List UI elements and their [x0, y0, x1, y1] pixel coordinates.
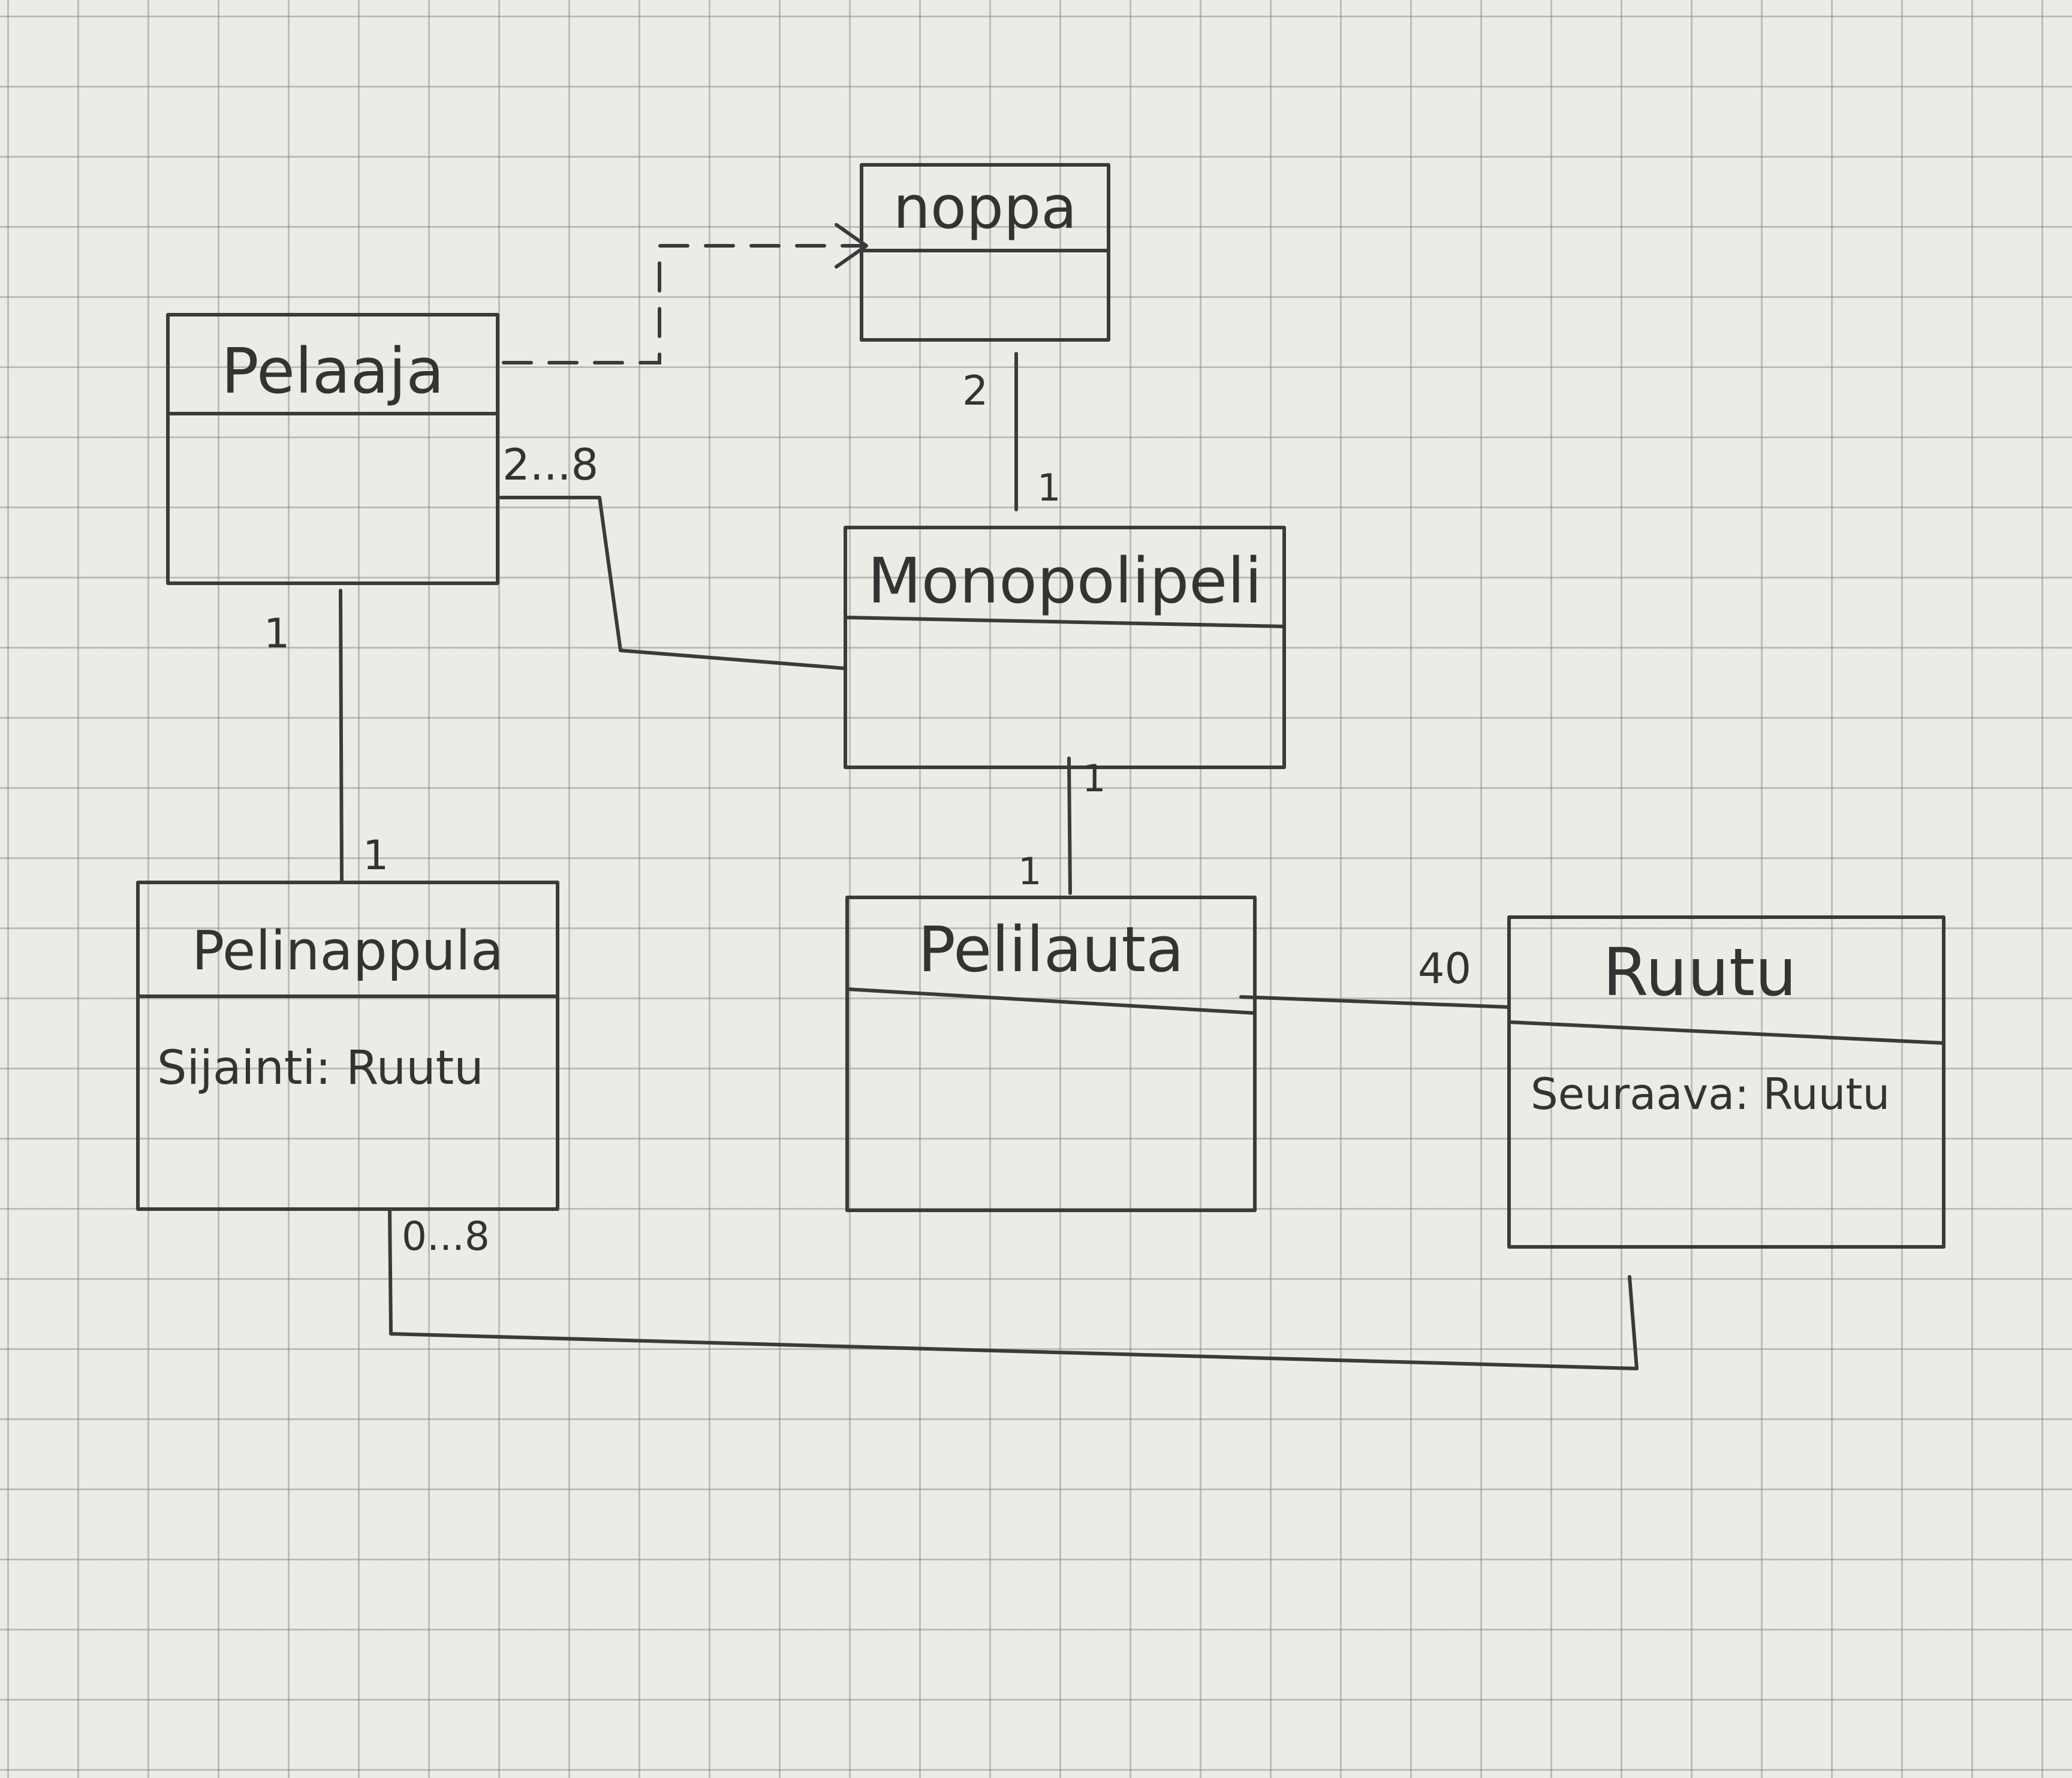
pelilauta-name: Pelilauta: [918, 913, 1184, 986]
class-ruutu: Ruutu Seuraava: Ruutu: [1507, 915, 1945, 1249]
association-pelaaja-pelinappula: [339, 589, 344, 883]
class-pelilauta: Pelilauta: [845, 896, 1257, 1212]
pelinappula-name: Pelinappula: [192, 920, 504, 983]
ruutu-attribute: Seuraava: Ruutu: [1531, 1069, 1890, 1119]
pelinappula-box: [136, 881, 559, 1211]
class-monopolipeli: Monopolipeli: [844, 526, 1286, 769]
monopolipeli-box: [844, 526, 1286, 769]
mult-noppa-end: 2: [962, 367, 988, 415]
noppa-name: noppa: [893, 174, 1077, 242]
mult-pelaaja-pelinappula-end: 1: [264, 610, 290, 658]
pelilauta-divider: [845, 987, 1257, 1015]
mult-monopolipeli-noppa-end: 1: [1037, 466, 1061, 510]
pelilauta-box: [845, 896, 1257, 1212]
monopolipeli-divider: [844, 616, 1286, 628]
dependency-arrowhead: [835, 223, 868, 269]
pelaaja-box: [166, 313, 499, 585]
association-pelaaja-monopolipeli: [499, 496, 847, 670]
association-pelinappula-ruutu: [388, 1208, 1639, 1370]
ruutu-divider: [1507, 1020, 1945, 1045]
class-pelinappula: Pelinappula Sijainti: Ruutu: [136, 881, 559, 1211]
dependency-pelaaja-noppa: [502, 244, 865, 364]
mult-pelinappula-ruutu-end: 0...8: [402, 1213, 490, 1259]
association-monopolipeli-pelilauta: [1067, 757, 1072, 895]
mult-ruutu-pelilauta-end: 40: [1418, 944, 1471, 993]
mult-pelaaja-monopolipeli-end: 2...8: [502, 439, 598, 490]
association-pelilauta-ruutu: [1239, 995, 1511, 1009]
mult-pelilauta-monopolipeli-end: 1: [1018, 849, 1041, 893]
monopolipeli-name: Monopolipeli: [868, 544, 1262, 617]
ruutu-name: Ruutu: [1603, 934, 1797, 1011]
class-pelaaja: Pelaaja: [166, 313, 499, 585]
class-noppa: noppa: [860, 163, 1110, 342]
mult-pelinappula-pelaaja-end: 1: [363, 832, 389, 879]
mult-monopolipeli-pelilauta-end: 1: [1082, 757, 1106, 800]
ruutu-box: [1507, 915, 1945, 1249]
pelaaja-name: Pelaaja: [221, 334, 444, 408]
pelinappula-attribute: Sijainti: Ruutu: [157, 1041, 484, 1095]
